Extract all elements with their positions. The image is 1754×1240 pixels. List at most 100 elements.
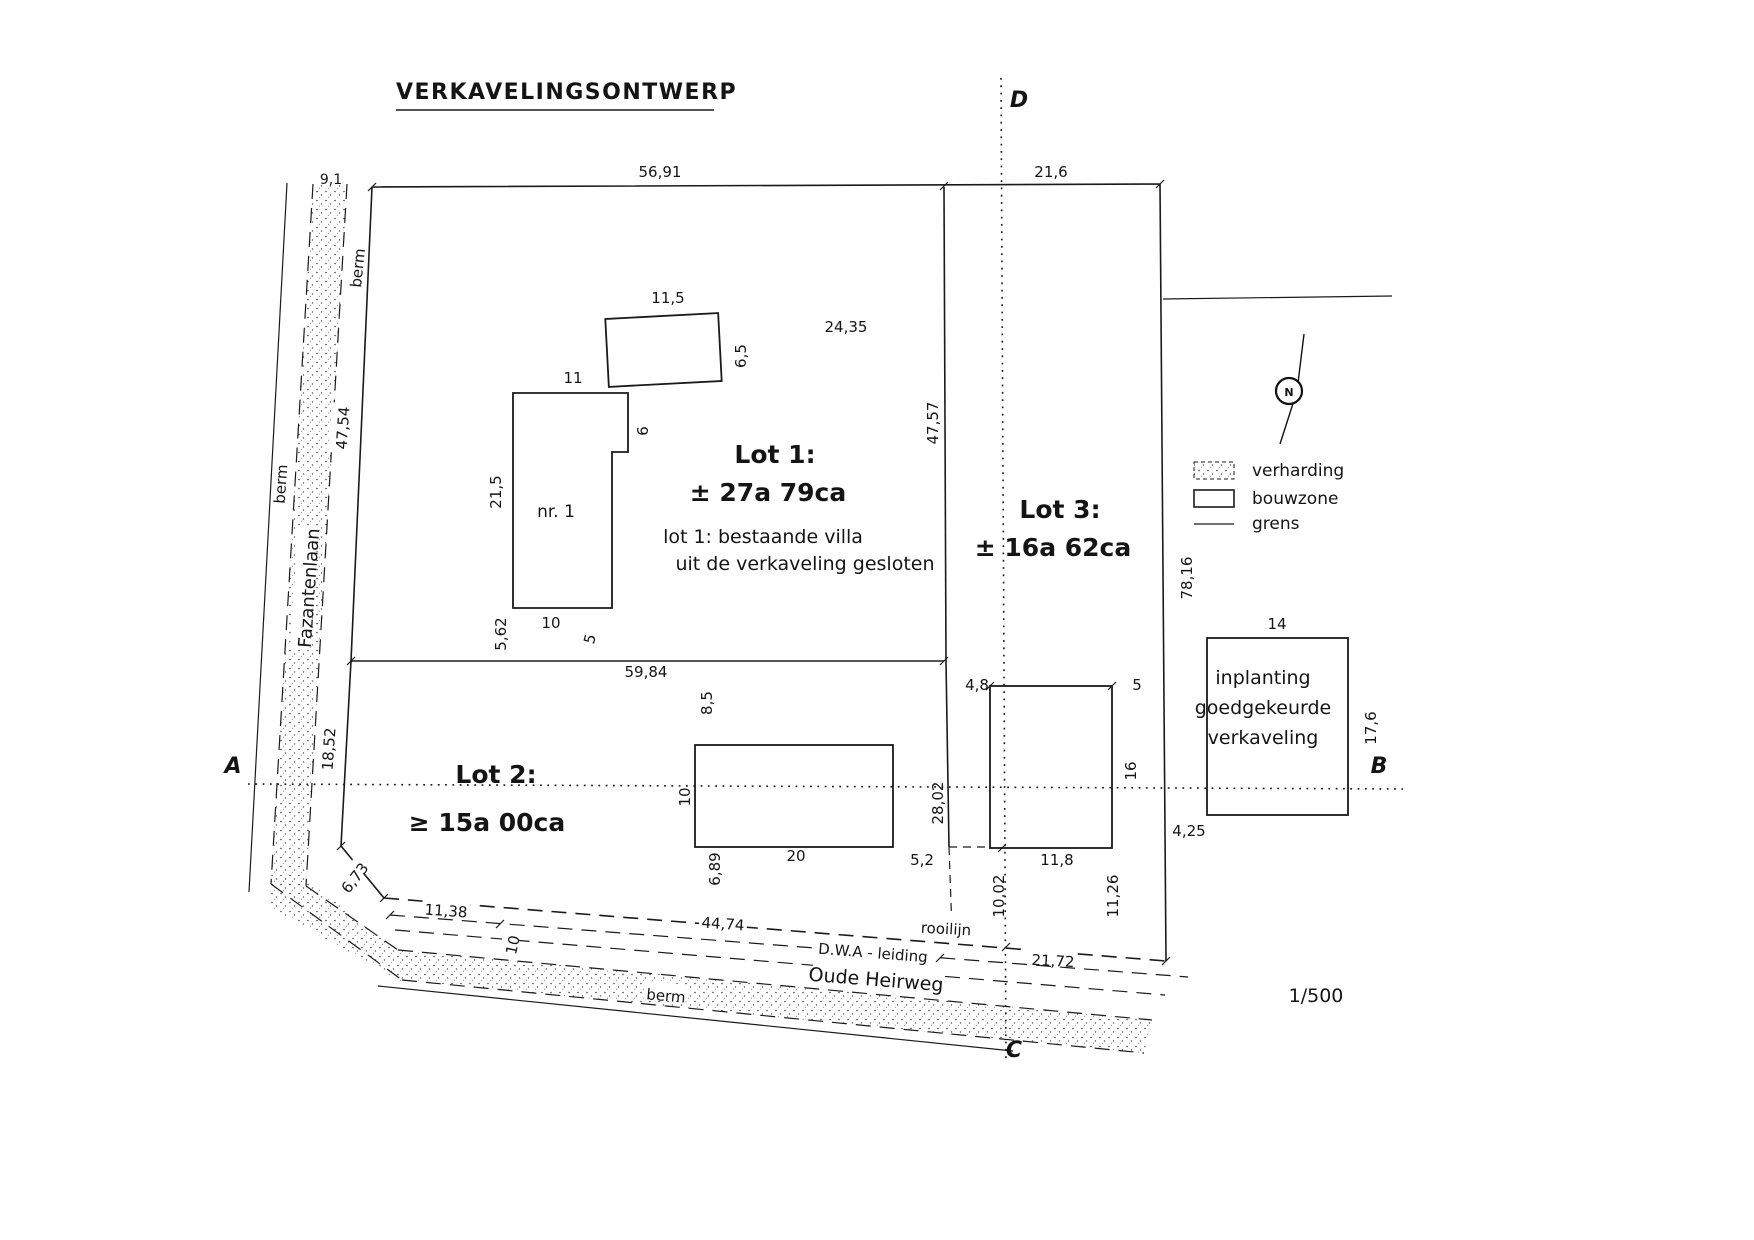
dim-24-35: 24,35	[825, 318, 868, 336]
dim-10-house: 10	[541, 614, 560, 632]
dim-11-38: 11,38	[424, 901, 468, 922]
berm-top-bg	[342, 244, 365, 291]
dim-6: 6	[634, 426, 652, 436]
inplanting-line2: goedgekeurde	[1195, 697, 1331, 719]
street-south-edge-line	[377, 985, 1014, 1052]
lot1-title: Lot 1:	[734, 440, 815, 469]
corner-dashed-line-east	[305, 885, 399, 951]
street-oude-heirweg	[268, 878, 1189, 1054]
dim-5-lot3: 5	[1132, 676, 1142, 694]
legend: verharding bouwzone grens	[1193, 461, 1344, 534]
dim-18-52-bg	[314, 723, 335, 775]
dim-47-54: 47,54	[333, 406, 354, 450]
villa-nr1-label: nr. 1	[537, 502, 575, 522]
rooilijn-bg	[919, 914, 973, 934]
dim-6-89: 6,89	[706, 852, 724, 885]
lot2-bouwzone	[694, 744, 894, 848]
dim-21-5: 21,5	[487, 475, 505, 508]
dim-16: 16	[1122, 761, 1140, 780]
dimension-ticks	[336, 179, 1171, 966]
dim-56-91: 56,91	[639, 163, 682, 181]
dim-28-02: 28,02	[929, 782, 947, 825]
verharding-bottom-dashed-line	[401, 979, 1145, 1054]
lot3-title: Lot 3:	[1019, 495, 1100, 524]
berm-top-label: berm	[347, 248, 369, 289]
dim-18-52: 18,52	[319, 727, 340, 771]
villa-nr1-outline	[512, 392, 629, 609]
street-labels: berm berm Fazantenlaan D.W.A - leiding O…	[271, 244, 973, 1007]
berm-bottom-label: berm	[646, 985, 687, 1006]
lot2-title: Lot 2:	[455, 760, 536, 789]
lot-labels: Lot 1: ± 27a 79ca lot 1: bestaande villa…	[409, 440, 1132, 837]
verharding-top-dashed-line	[397, 949, 1153, 1021]
construction-axes	[247, 77, 1405, 1063]
dim-10-02: 10,02	[990, 875, 1008, 918]
rooilijn-label: rooilijn	[920, 919, 971, 940]
dim-21-6: 21,6	[1034, 163, 1067, 181]
divider-lot2-lot3	[945, 660, 950, 848]
dim-8-5: 8,5	[698, 691, 716, 715]
divider-lot1-lot3	[943, 186, 947, 662]
boundary-left	[340, 186, 385, 899]
dwa-bg	[812, 935, 934, 961]
berm-left-label: berm	[271, 464, 292, 504]
inplanting-labels: inplanting goedgekeurde verkaveling	[1195, 667, 1331, 749]
marker-b: B	[1371, 754, 1388, 779]
dim-9-1: 9,1	[320, 172, 342, 188]
dim-11: 11	[563, 369, 582, 387]
dim-11-5: 11,5	[651, 289, 684, 307]
north-arrow: N	[1274, 333, 1305, 445]
inplanting-line3: verkaveling	[1208, 727, 1319, 749]
scale-label: 1/500	[1289, 985, 1344, 1007]
marker-a: A	[222, 754, 241, 779]
dwa-leiding-line	[394, 929, 1166, 996]
dim-47-54-bg	[328, 402, 349, 454]
inplanting-line1: inplanting	[1215, 667, 1310, 689]
dim-14: 14	[1267, 615, 1286, 633]
lot3-bouwzone	[989, 685, 1113, 849]
north-circle	[1274, 376, 1304, 406]
dim-59-84: 59,84	[625, 663, 668, 681]
dim-4-25: 4,25	[1172, 822, 1205, 840]
dim-5-62: 5,62	[492, 617, 510, 650]
lot-dividers	[351, 186, 990, 931]
boundary-extension-east	[1162, 295, 1393, 300]
dim-17-6: 17,6	[1362, 711, 1380, 744]
lot3-area: ± 16a 62ca	[975, 533, 1132, 562]
fazantenlaan-west-dashed-line	[270, 183, 314, 885]
dim-44-74: 44,74	[701, 914, 745, 935]
dim-11-26: 11,26	[1104, 875, 1122, 918]
dim-10-road-bg	[498, 928, 520, 960]
dim-21-72: 21,72	[1031, 951, 1075, 971]
lot1-note-2: uit de verkaveling gesloten	[675, 553, 934, 575]
dim-5-house: 5	[580, 632, 600, 646]
marker-c: C	[1006, 1038, 1022, 1063]
dim-10-road: 10	[502, 934, 524, 956]
dim-11-38-bg	[421, 896, 471, 916]
fazantenlaan-east-dashed-line	[305, 183, 348, 887]
dim-11-8: 11,8	[1040, 851, 1073, 869]
lot1-area: ± 27a 79ca	[690, 478, 847, 507]
legend-verharding-label: verharding	[1252, 461, 1344, 481]
dim-78-16: 78,16	[1178, 557, 1196, 600]
dim-10-lot2: 10	[676, 787, 694, 806]
dim-21-72-bg	[1028, 946, 1078, 966]
lot2-area: ≥ 15a 00ca	[409, 808, 566, 837]
legend-verharding-swatch	[1193, 461, 1235, 480]
legend-bouwzone-label: bouwzone	[1252, 489, 1338, 509]
dim-44-74-bg	[698, 909, 748, 929]
marker-d: D	[1010, 88, 1028, 113]
corner-dashed-line-west	[270, 883, 403, 981]
dim-20: 20	[786, 847, 805, 865]
buildings	[512, 312, 1349, 849]
fazantenlaan-bg	[289, 525, 319, 651]
page-title: VERKAVELINGSONTWERP	[396, 80, 737, 105]
lot1-note-1: lot 1: bestaande villa	[663, 526, 863, 548]
dim-4-8: 4,8	[965, 676, 989, 694]
street-west-edge-line	[248, 182, 288, 893]
berm-bottom-bg	[643, 981, 690, 1002]
street-dashed-line-1	[389, 914, 1189, 978]
dim-6-73-bg	[329, 850, 374, 901]
